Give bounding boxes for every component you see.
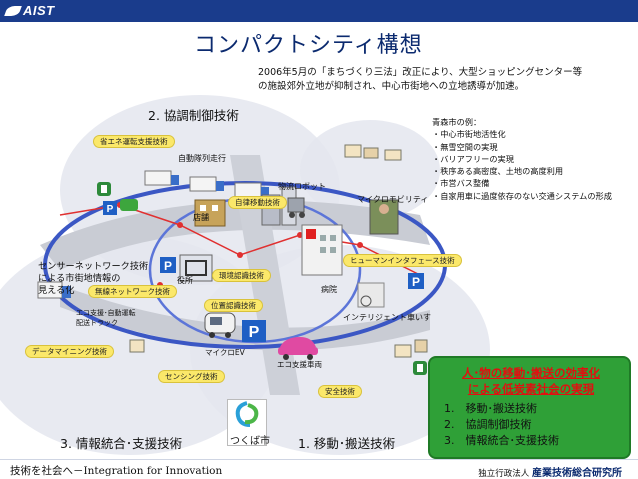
page-title: コンパクトシティ構想 [194,33,423,58]
result-title: 人･物の移動･搬送の効率化 による低炭素社会の実現 [436,365,626,397]
road-main [40,200,430,270]
upper-right-dome [300,120,440,220]
intro-line-1: 2006年5月の「まちづくり三法」改正により、大型ショッピングセンター等 [258,67,583,78]
eco-delivery-truck [37,281,71,299]
example-item: ・無雪空間の実現 [432,141,498,152]
charging-station-1 [97,182,111,196]
footer-org-prefix: 独立行政法人 [478,469,530,479]
section-coordination: 2. 協調制御技術 [148,108,239,123]
example-heading: 青森市の例： [432,117,482,127]
section-info-integration: 3. 情報統合･支援技術 [60,436,183,451]
logo-text: AIST [23,3,55,18]
pill-sensing: センシング技術 [158,370,225,383]
charging-station-2 [413,361,427,375]
aomori-example: 青森市の例： ・中心市街地活性化 ・無雪空間の実現 ・バリアフリーの実現 ・秩序… [432,116,632,202]
result-item: 2. 協調制御技術 [444,418,532,431]
example-item: ・バリアフリーの実現 [432,153,514,164]
road-lower [60,285,430,351]
building-houses [129,144,428,358]
label-logistics-robot: 物流ロボット [278,182,326,191]
svg-text:P: P [107,204,114,215]
label-hospital: 病院 [321,285,337,294]
example-item: ・中心市街地活性化 [432,129,506,140]
pill-safety: 安全技術 [318,385,362,398]
parking-sign-2: P [160,257,176,273]
footer-org-name: 産業技術総合研究所 [532,468,622,479]
result-box: 人･物の移動･搬送の効率化 による低炭素社会の実現 1. 移動･搬送技術 2. … [428,356,631,459]
parking-sign-3: P [408,273,424,289]
result-title-line-1: 人･物の移動･搬送の効率化 [462,366,600,380]
example-item: ・自家用車に過度依存のない交通システムの形成 [432,190,612,201]
footer: 技術を社会へ－Integration for Innovation 独立行政法人… [0,459,638,479]
sensor-note-line-3: 見える化 [38,285,75,296]
parking-sign-1: P [242,320,266,342]
label-micro-mobility: マイクロモビリティ [357,195,429,204]
green-car [120,199,138,211]
pill-position-recognition: 位置認識技術 [204,299,263,312]
svg-text:P: P [164,259,172,273]
footer-org: 独立行政法人 産業技術総合研究所 [478,464,622,479]
building-city-hall [179,254,213,282]
label-eco-truck-2: 配送トラック [76,319,118,327]
label-intelligent-wheelchair: インテリジェント車いす [343,313,431,322]
aist-logo-mark [4,6,22,16]
result-list: 1. 移動･搬送技術 2. 協調制御技術 3. 情報統合･支援技術 [444,401,629,449]
pill-human-interface: ヒューマンインタフェース技術 [343,254,462,267]
pill-env-recognition: 環境認識技術 [212,269,271,282]
header-bar: AIST [0,0,638,22]
result-item: 1. 移動･搬送技術 [444,402,537,415]
intro-line-2: の施設郊外立地が抑制され、中心市街地への立地誘導が加速。 [258,81,525,92]
example-item: ・市営バス整備 [432,178,490,189]
sensor-note-line-2: による市街地情報の [38,273,121,284]
tsukuba-logo [227,399,267,446]
tsukuba-emblem [235,401,259,427]
truck-platoon [144,170,269,198]
tsukuba-label: つくば市 [230,436,270,447]
result-item: 3. 情報統合･支援技術 [444,434,559,447]
svg-text:P: P [249,324,260,341]
pill-autonomous-move: 自律移動技術 [228,196,287,209]
pill-eco-driving: 省エネ運転支援技術 [93,135,175,148]
micro-ev [204,312,236,338]
label-eco-support-car: エコ支援車両 [277,360,322,369]
label-city-hall: 役所 [177,276,193,285]
logistics-robot [287,197,305,218]
result-title-line-2: による低炭素社会の実現 [467,382,595,396]
section-mobility: 1. 移動･搬送技術 [298,436,396,451]
eco-support-car [278,337,318,360]
aist-logo: AIST [4,3,55,18]
label-micro-ev: マイクロEV [205,348,245,357]
label-auto-platoon: 自動隊列走行 [178,154,226,163]
sensor-network-note: センサーネットワーク技術 による市街地情報の 見える化 [38,261,148,297]
footer-slogan: 技術を社会へ－Integration for Innovation [10,465,223,477]
label-eco-truck-1: エコ支援･自動運転 [76,309,136,317]
example-item: ・秩序ある高密度、土地の高度利用 [432,166,564,177]
building-store [194,199,226,227]
parking-sign-4: P [103,201,117,215]
sensor-note-line-1: センサーネットワーク技術 [38,261,149,272]
building-hospital [301,224,343,276]
pill-data-mining: データマイニング技術 [25,345,114,358]
intro-text: 2006年5月の「まちづくり三法」改正により、大型ショッピングセンター等 の施設… [258,66,628,94]
svg-text:P: P [412,275,420,289]
pill-wireless-network: 無線ネットワーク技術 [88,285,177,298]
label-store: 店舗 [193,213,209,222]
